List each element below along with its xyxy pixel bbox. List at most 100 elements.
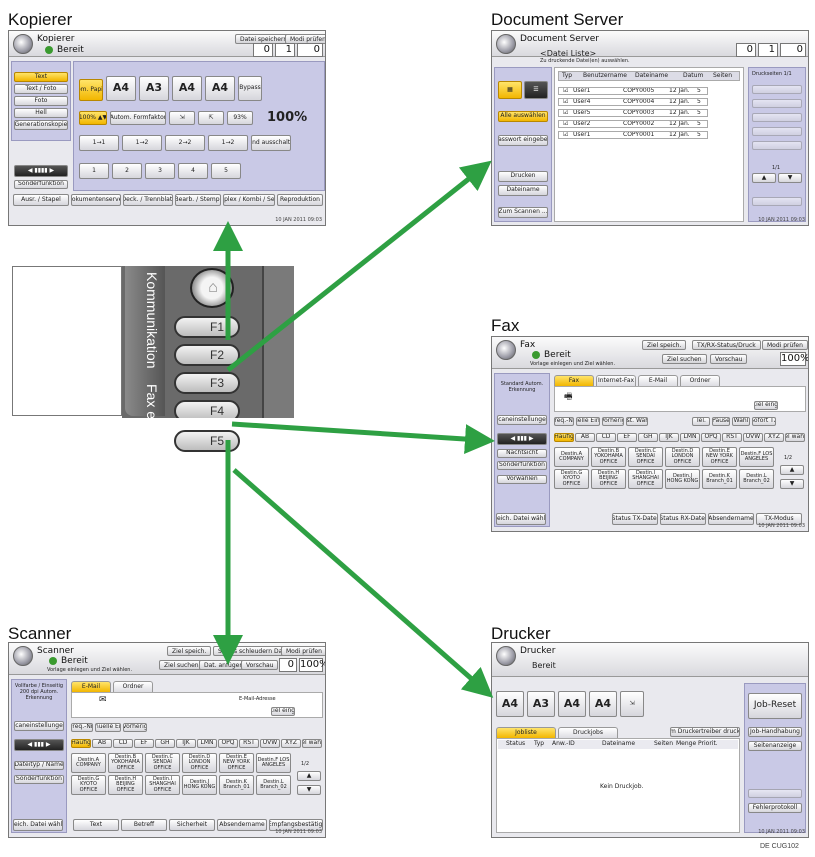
docserver-thumbnail-view-icon[interactable]: ▦ — [498, 81, 522, 99]
copier-finish-5[interactable]: 5 — [211, 163, 241, 179]
copier-sort-stack-button[interactable]: Ausr. / Stapel — [13, 194, 69, 206]
fax-txrx-status-button[interactable]: TX/RX-Status/Druck — [692, 340, 761, 350]
printer-page-display-button[interactable]: Seitenanzeige — [748, 741, 802, 751]
destination-button[interactable]: Destin.H BEIJING OFFICE — [591, 469, 626, 489]
docserver-print-button[interactable]: Drucken — [498, 171, 548, 182]
scanner-subject-button[interactable]: Betreff — [121, 819, 167, 831]
f3-key[interactable]: F3 — [174, 372, 240, 394]
scanner-sender-name-button[interactable]: Absendername — [217, 819, 267, 831]
printer-disabled-button[interactable] — [748, 789, 802, 798]
destination-button[interactable]: Destin.C SENDAI OFFICE — [145, 753, 180, 773]
copier-paper-tray-1[interactable]: A4 — [106, 76, 136, 101]
index-tab-9[interactable]: UVW — [260, 739, 280, 748]
destination-button[interactable]: Destin.B YOKOHAMA OFFICE — [108, 753, 143, 773]
copier-mode-light[interactable]: Hell — [14, 108, 68, 118]
index-tab-10[interactable]: XYZ — [281, 739, 301, 748]
fax-tx-file-status-button[interactable]: Status TX-Datei — [612, 513, 658, 525]
destination-button[interactable]: Destin.L Branch_02 — [256, 775, 291, 795]
printer-driver-print-button[interactable]: Vom Druckertreiber drucken — [670, 727, 740, 737]
tab-email[interactable]: E-Mail — [638, 375, 678, 386]
index-tab-0[interactable]: Häufig — [554, 433, 574, 442]
fax-next-page-icon[interactable]: ▼ — [780, 479, 804, 489]
fax-enter-dest-button[interactable]: Ziel eing. — [754, 401, 778, 410]
copier-mode-photo[interactable]: Foto — [14, 96, 68, 106]
docserver-next-page-icon[interactable]: ▼ — [778, 173, 802, 183]
index-tab-5[interactable]: IJK — [659, 433, 679, 442]
fax-dial-button[interactable]: Wahl — [732, 417, 750, 426]
copier-duplex-1[interactable]: 1→1 — [79, 135, 119, 151]
fax-immediate-tx-button[interactable]: Sofort TX — [752, 417, 776, 426]
copier-duplex-3[interactable]: 2→2 — [165, 135, 205, 151]
scanner-preview-button[interactable]: Vorschau — [241, 660, 279, 670]
col-date[interactable]: Datum — [683, 72, 704, 79]
index-tab-10[interactable]: XYZ — [764, 433, 784, 442]
tab-fax[interactable]: Fax — [554, 375, 594, 386]
docserver-to-scanner-button[interactable]: Zum Scannen ... — [498, 207, 548, 218]
fax-previous-button[interactable]: Vorherig — [602, 417, 624, 426]
fax-search-dest-button[interactable]: Ziel suchen — [662, 354, 707, 364]
index-tab-9[interactable]: UVW — [743, 433, 763, 442]
index-tab-8[interactable]: RST — [722, 433, 742, 442]
scanner-prev-page-icon[interactable]: ▲ — [297, 771, 321, 781]
col-user[interactable]: Benutzername — [583, 72, 627, 79]
index-tab-4[interactable]: GH — [155, 739, 175, 748]
printer-job-handling-button[interactable]: Job-Handhabung — [748, 727, 802, 737]
fax-preset-button[interactable]: Vorwählen — [497, 475, 547, 484]
destination-button[interactable]: Destin.B YOKOHAMA OFFICE — [591, 447, 626, 467]
index-tab-11[interactable]: Titel wählen — [785, 433, 805, 442]
fax-select-stored-button[interactable]: Speich. Datei wählen — [496, 513, 546, 525]
docserver-right-btn-3[interactable] — [752, 113, 802, 122]
copier-finish-4[interactable]: 4 — [178, 163, 208, 179]
index-tab-1[interactable]: AB — [92, 739, 112, 748]
destination-button[interactable]: Destin.F LOS ANGELES — [256, 753, 291, 773]
docserver-right-btn-5[interactable] — [752, 141, 802, 150]
scanner-density-slider[interactable]: ◀ ▮▮▮ ▶ — [14, 739, 64, 751]
copier-auto-reduce-button[interactable]: Autom. Formfaktor — [110, 111, 166, 125]
copier-special-button[interactable]: Sonderfunktion — [14, 180, 68, 189]
fax-night-button[interactable]: Nachtsicht — [497, 449, 547, 458]
scanner-receipt-button[interactable]: Empfangsbestätig. — [269, 819, 323, 831]
destination-button[interactable]: Destin.D LONDON OFFICE — [665, 447, 700, 467]
destination-button[interactable]: Destin.A COMPANY — [71, 753, 106, 773]
copier-mode-text-photo[interactable]: Text / Foto — [14, 84, 68, 94]
destination-button[interactable]: Destin.L Branch_02 — [739, 469, 774, 489]
fax-prev-page-icon[interactable]: ▲ — [780, 465, 804, 475]
f1-key[interactable]: F1 — [174, 316, 240, 338]
scanner-select-stored-button[interactable]: Speich. Datei wählen — [13, 819, 63, 831]
fax-density-slider[interactable]: ◀ ▮▮▮ ▶ — [497, 433, 547, 445]
fax-check-modes-button[interactable]: Modi prüfen — [762, 340, 808, 350]
index-tab-11[interactable]: Titel wählen — [302, 739, 322, 748]
copier-duplex-combine-button[interactable]: Duplex / Kombi / Serie — [223, 194, 275, 206]
destination-button[interactable]: Destin.A COMPANY — [554, 447, 589, 467]
copier-document-server-button[interactable]: Dokumentenserver — [71, 194, 121, 206]
fax-save-dest-button[interactable]: Ziel speich. — [642, 340, 687, 350]
fax-preview-button[interactable]: Vorschau — [710, 354, 748, 364]
destination-button[interactable]: Destin.J HONG KONG — [665, 469, 700, 489]
tab-folder[interactable]: Ordner — [680, 375, 720, 386]
destination-button[interactable]: Destin.F LOS ANGELES — [739, 447, 774, 467]
docserver-right-btn-6[interactable] — [752, 197, 802, 206]
copier-duplex-2[interactable]: 1→2 — [122, 135, 162, 151]
copier-enlarge-button[interactable]: ⇱ — [198, 111, 224, 125]
copier-cover-sheet-button[interactable]: Deck. / Trennblatt — [123, 194, 173, 206]
docserver-password-button[interactable]: Passwort eingeben — [498, 135, 548, 146]
f2-key[interactable]: F2 — [174, 344, 240, 366]
scanner-special-button[interactable]: Sonderfunktion — [14, 775, 64, 784]
tab-internet-fax[interactable]: Internet-Fax — [596, 375, 636, 386]
scanner-check-modes-button[interactable]: Modi prüfen — [281, 646, 325, 656]
scanner-previous-button[interactable]: Vorherig — [123, 723, 147, 732]
destination-button[interactable]: Destin.J HONG KONG — [182, 775, 217, 795]
copier-edge-erase-button[interactable]: Rand ausschalten — [251, 135, 291, 151]
index-tab-8[interactable]: RST — [239, 739, 259, 748]
copier-auto-paper-button[interactable]: Autom. Papierw. — [79, 79, 103, 101]
copier-finish-1[interactable]: 1 — [79, 163, 109, 179]
fax-scan-settings-button[interactable]: Scaneinstellungen — [497, 415, 547, 425]
destination-button[interactable]: Destin.K Branch_01 — [702, 469, 737, 489]
copier-reduce-button[interactable]: ⇲ — [169, 111, 195, 125]
index-tab-4[interactable]: GH — [638, 433, 658, 442]
copier-reproduction-button[interactable]: Reproduktion — [277, 194, 323, 206]
docserver-filename-button[interactable]: Dateiname — [498, 185, 548, 196]
destination-button[interactable]: Destin.E NEW YORK OFFICE — [219, 753, 254, 773]
